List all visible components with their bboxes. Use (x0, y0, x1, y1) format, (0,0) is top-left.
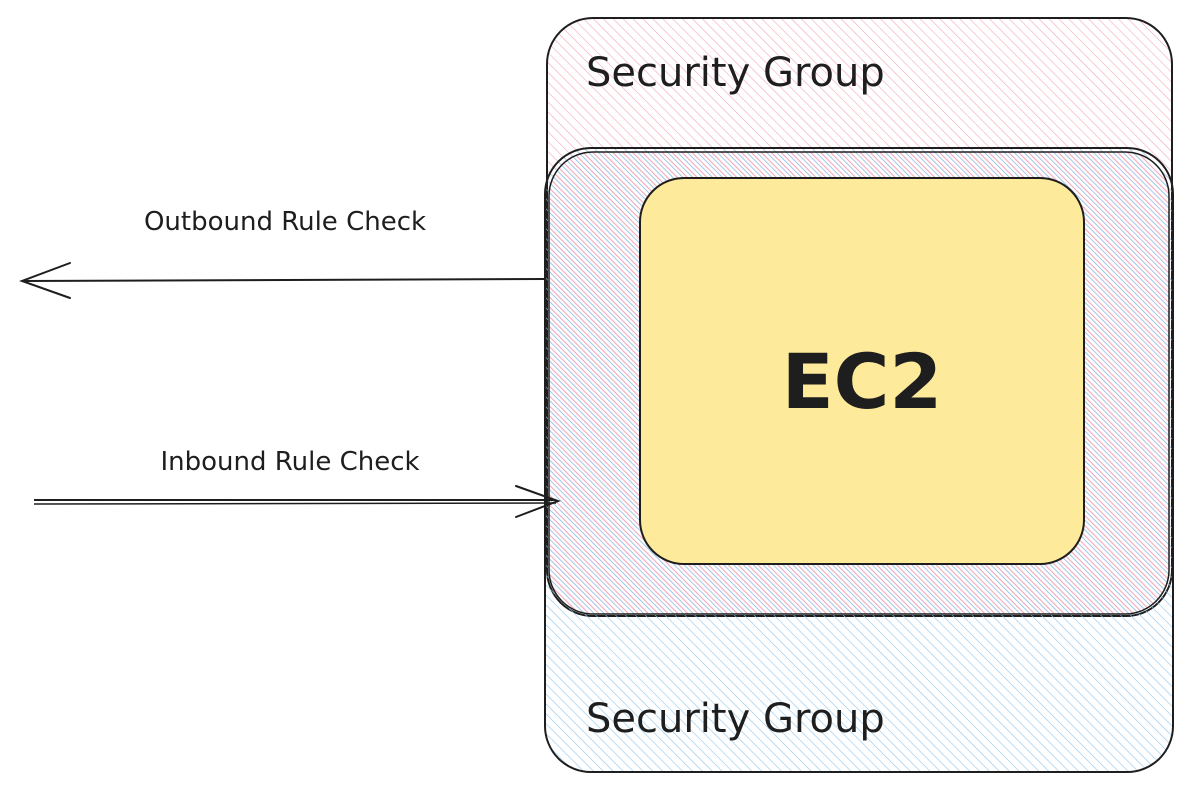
ec2-instance: EC2 (639, 177, 1085, 565)
outbound-arrow-shaft (21, 278, 547, 282)
ec2-box (639, 177, 1085, 565)
outbound-arrowhead (19, 262, 71, 299)
outbound-label: Outbound Rule Check (144, 207, 426, 237)
security-group-bottom-label: Security Group (586, 696, 885, 742)
inbound-arrowhead (515, 485, 561, 518)
inbound-arrow-shaft-2 (33, 502, 557, 505)
inbound-label: Inbound Rule Check (160, 447, 419, 477)
inbound-arrow (33, 485, 561, 518)
ec2-label: EC2 (782, 337, 943, 426)
outbound-arrow (19, 262, 547, 299)
security-group-top-label: Security Group (586, 50, 885, 96)
